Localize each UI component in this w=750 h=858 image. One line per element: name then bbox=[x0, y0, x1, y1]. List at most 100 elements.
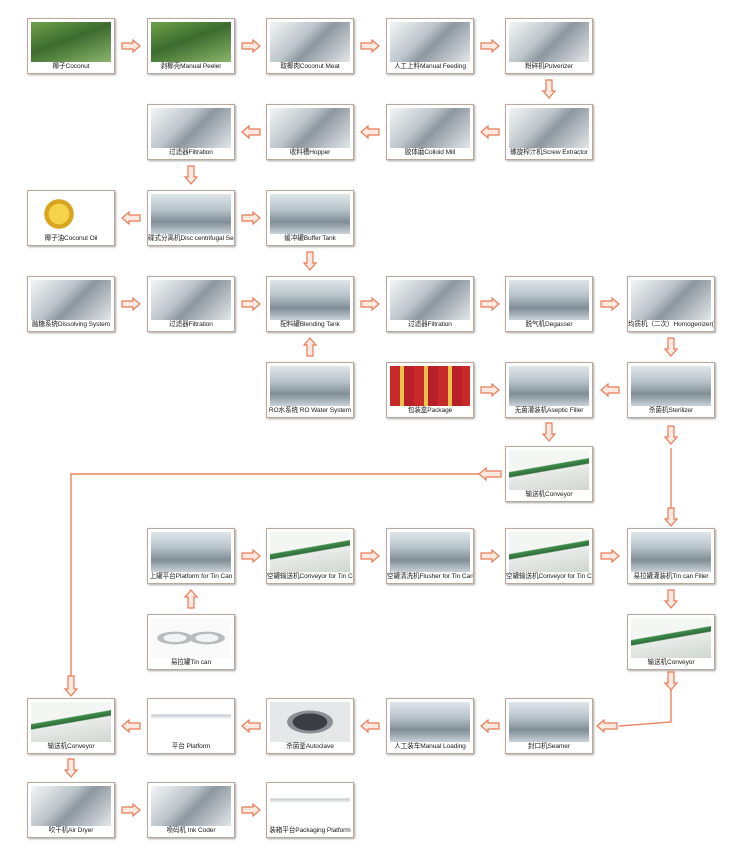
node-label: 脱气机Degasser bbox=[525, 321, 573, 328]
flow-arrow-shape bbox=[479, 38, 500, 54]
node-filtration-3: 过滤器Filtration bbox=[386, 276, 474, 332]
flow-arrow-shape bbox=[478, 466, 502, 482]
flow-arrow bbox=[240, 548, 261, 564]
flow-arrow bbox=[541, 422, 557, 442]
node-label: 配料罐Blending Tank bbox=[280, 321, 340, 328]
node-flusher-tin-can: 空罐清洗机Flusher for Tin Can bbox=[386, 528, 474, 584]
node-label: 收料槽Hopper bbox=[289, 149, 331, 156]
node-label: 融糖系统Dissolving System bbox=[31, 321, 111, 328]
packaging-platform-image bbox=[270, 786, 350, 826]
flow-arrow bbox=[596, 718, 618, 734]
flow-arrow-shape bbox=[663, 425, 679, 445]
flow-arrow bbox=[240, 124, 261, 140]
flow-arrow-shape bbox=[663, 671, 679, 691]
node-sterilizer: 杀菌机Sterilizer bbox=[627, 362, 715, 418]
node-label: 空罐清洗机Flusher for Tin Can bbox=[387, 573, 473, 580]
flow-arrow-shape bbox=[360, 38, 380, 54]
node-label: 人工装车Manual Loading bbox=[394, 743, 466, 750]
flow-arrow-shape bbox=[541, 422, 557, 442]
flow-arrow-shape bbox=[360, 718, 380, 734]
coconut-meat-image bbox=[270, 22, 350, 62]
node-label: 输送机Conveyor bbox=[647, 659, 695, 666]
flow-arrow-shape bbox=[121, 296, 141, 312]
node-manual-feeding: 人工上料Manual Feeding bbox=[386, 18, 474, 74]
flow-arrow bbox=[183, 165, 199, 185]
node-buffer-tank: 缓冲罐Buffer Tank bbox=[266, 190, 354, 246]
node-label: 输送机Conveyor bbox=[47, 743, 95, 750]
node-platform: 平台 Platform bbox=[147, 698, 235, 754]
platform-image bbox=[151, 532, 231, 572]
flow-arrow bbox=[360, 718, 380, 734]
node-disc-separator: 碟式分离机Disc centrifugal Separator bbox=[147, 190, 235, 246]
flow-arrow-shape bbox=[600, 548, 620, 564]
screw-extractor-image bbox=[509, 108, 589, 148]
node-label: 均质机（二次）Homogenizer(Twice) bbox=[628, 321, 714, 328]
flow-arrow bbox=[600, 296, 620, 312]
autoclave-image bbox=[270, 702, 350, 742]
ink-coder-image bbox=[151, 786, 231, 826]
flow-arrow bbox=[302, 337, 318, 357]
package-image bbox=[390, 366, 470, 406]
node-label: 过滤器Filtration bbox=[169, 321, 213, 328]
node-label: 过滤器Filtration bbox=[408, 321, 452, 328]
flow-arrow bbox=[663, 671, 679, 691]
flow-arrow-shape bbox=[240, 718, 261, 734]
node-coconut-meat: 取椰肉Coconut Meat bbox=[266, 18, 354, 74]
flow-arrow-shape bbox=[479, 382, 500, 398]
node-label: 平台 Platform bbox=[171, 743, 211, 750]
node-label: 胶体磨Colloid Mill bbox=[404, 149, 456, 156]
node-aseptic-filler: 无菌灌装机Aseptic Filler bbox=[505, 362, 593, 418]
flow-arrow-shape bbox=[663, 507, 679, 527]
flow-arrow-shape bbox=[121, 38, 141, 54]
buffer-tank-image bbox=[270, 194, 350, 234]
node-homogenizer: 均质机（二次）Homogenizer(Twice) bbox=[627, 276, 715, 332]
conveyor-image bbox=[31, 702, 111, 742]
node-screw-extractor: 螺旋榨汁机Screw Extractor bbox=[505, 104, 593, 160]
flow-arrow-shape bbox=[479, 548, 500, 564]
flow-arrow-shape bbox=[479, 296, 500, 312]
flow-arrow-shape bbox=[600, 382, 620, 398]
aseptic-filler-image bbox=[509, 366, 589, 406]
filter-image bbox=[151, 280, 231, 320]
flow-arrow bbox=[663, 589, 679, 609]
flow-arrow bbox=[541, 79, 557, 99]
flow-arrow bbox=[240, 38, 261, 54]
conveyor-image bbox=[270, 532, 350, 572]
flow-arrow bbox=[663, 337, 679, 357]
flow-arrow bbox=[479, 296, 500, 312]
flow-arrow bbox=[121, 296, 141, 312]
hopper-image bbox=[270, 108, 350, 148]
node-label: 粉碎机Pulverizer bbox=[525, 63, 573, 70]
node-pulverizer: 粉碎机Pulverizer bbox=[505, 18, 593, 74]
node-label: 输送机Conveyor bbox=[525, 491, 573, 498]
flow-arrow bbox=[360, 548, 380, 564]
sterilizer-image bbox=[631, 366, 711, 406]
flow-arrow bbox=[240, 718, 261, 734]
flow-arrow-shape bbox=[479, 718, 500, 734]
node-label: 易拉罐Tin can bbox=[170, 659, 212, 666]
node-coconut-oil: 椰子油Coconut Oil bbox=[27, 190, 115, 246]
flow-arrow-shape bbox=[121, 802, 141, 818]
coconut-image bbox=[31, 22, 111, 62]
flow-arrow-shape bbox=[183, 165, 199, 185]
dissolving-system-image bbox=[31, 280, 111, 320]
node-conveyor-1: 输送机Conveyor bbox=[505, 446, 593, 502]
manual-loading-image bbox=[390, 702, 470, 742]
node-colloid-mill: 胶体磨Colloid Mill bbox=[386, 104, 474, 160]
flow-arrow-shape bbox=[183, 589, 199, 609]
flusher-image bbox=[390, 532, 470, 572]
flow-arrow bbox=[360, 296, 380, 312]
ro-water-image bbox=[270, 366, 350, 406]
separator-image bbox=[151, 194, 231, 234]
flow-arrow bbox=[479, 382, 500, 398]
tin-can-image bbox=[151, 618, 231, 658]
pulverizer-image bbox=[509, 22, 589, 62]
flow-arrow-shape bbox=[360, 124, 380, 140]
flow-arrow bbox=[479, 38, 500, 54]
flow-arrow-shape bbox=[240, 548, 261, 564]
node-label: 螺旋榨汁机Screw Extractor bbox=[510, 149, 588, 156]
node-manual-loading: 人工装车Manual Loading bbox=[386, 698, 474, 754]
node-label: 装箱平台Packaging Platform bbox=[269, 827, 351, 834]
node-coconut: 椰子Coconut bbox=[27, 18, 115, 74]
